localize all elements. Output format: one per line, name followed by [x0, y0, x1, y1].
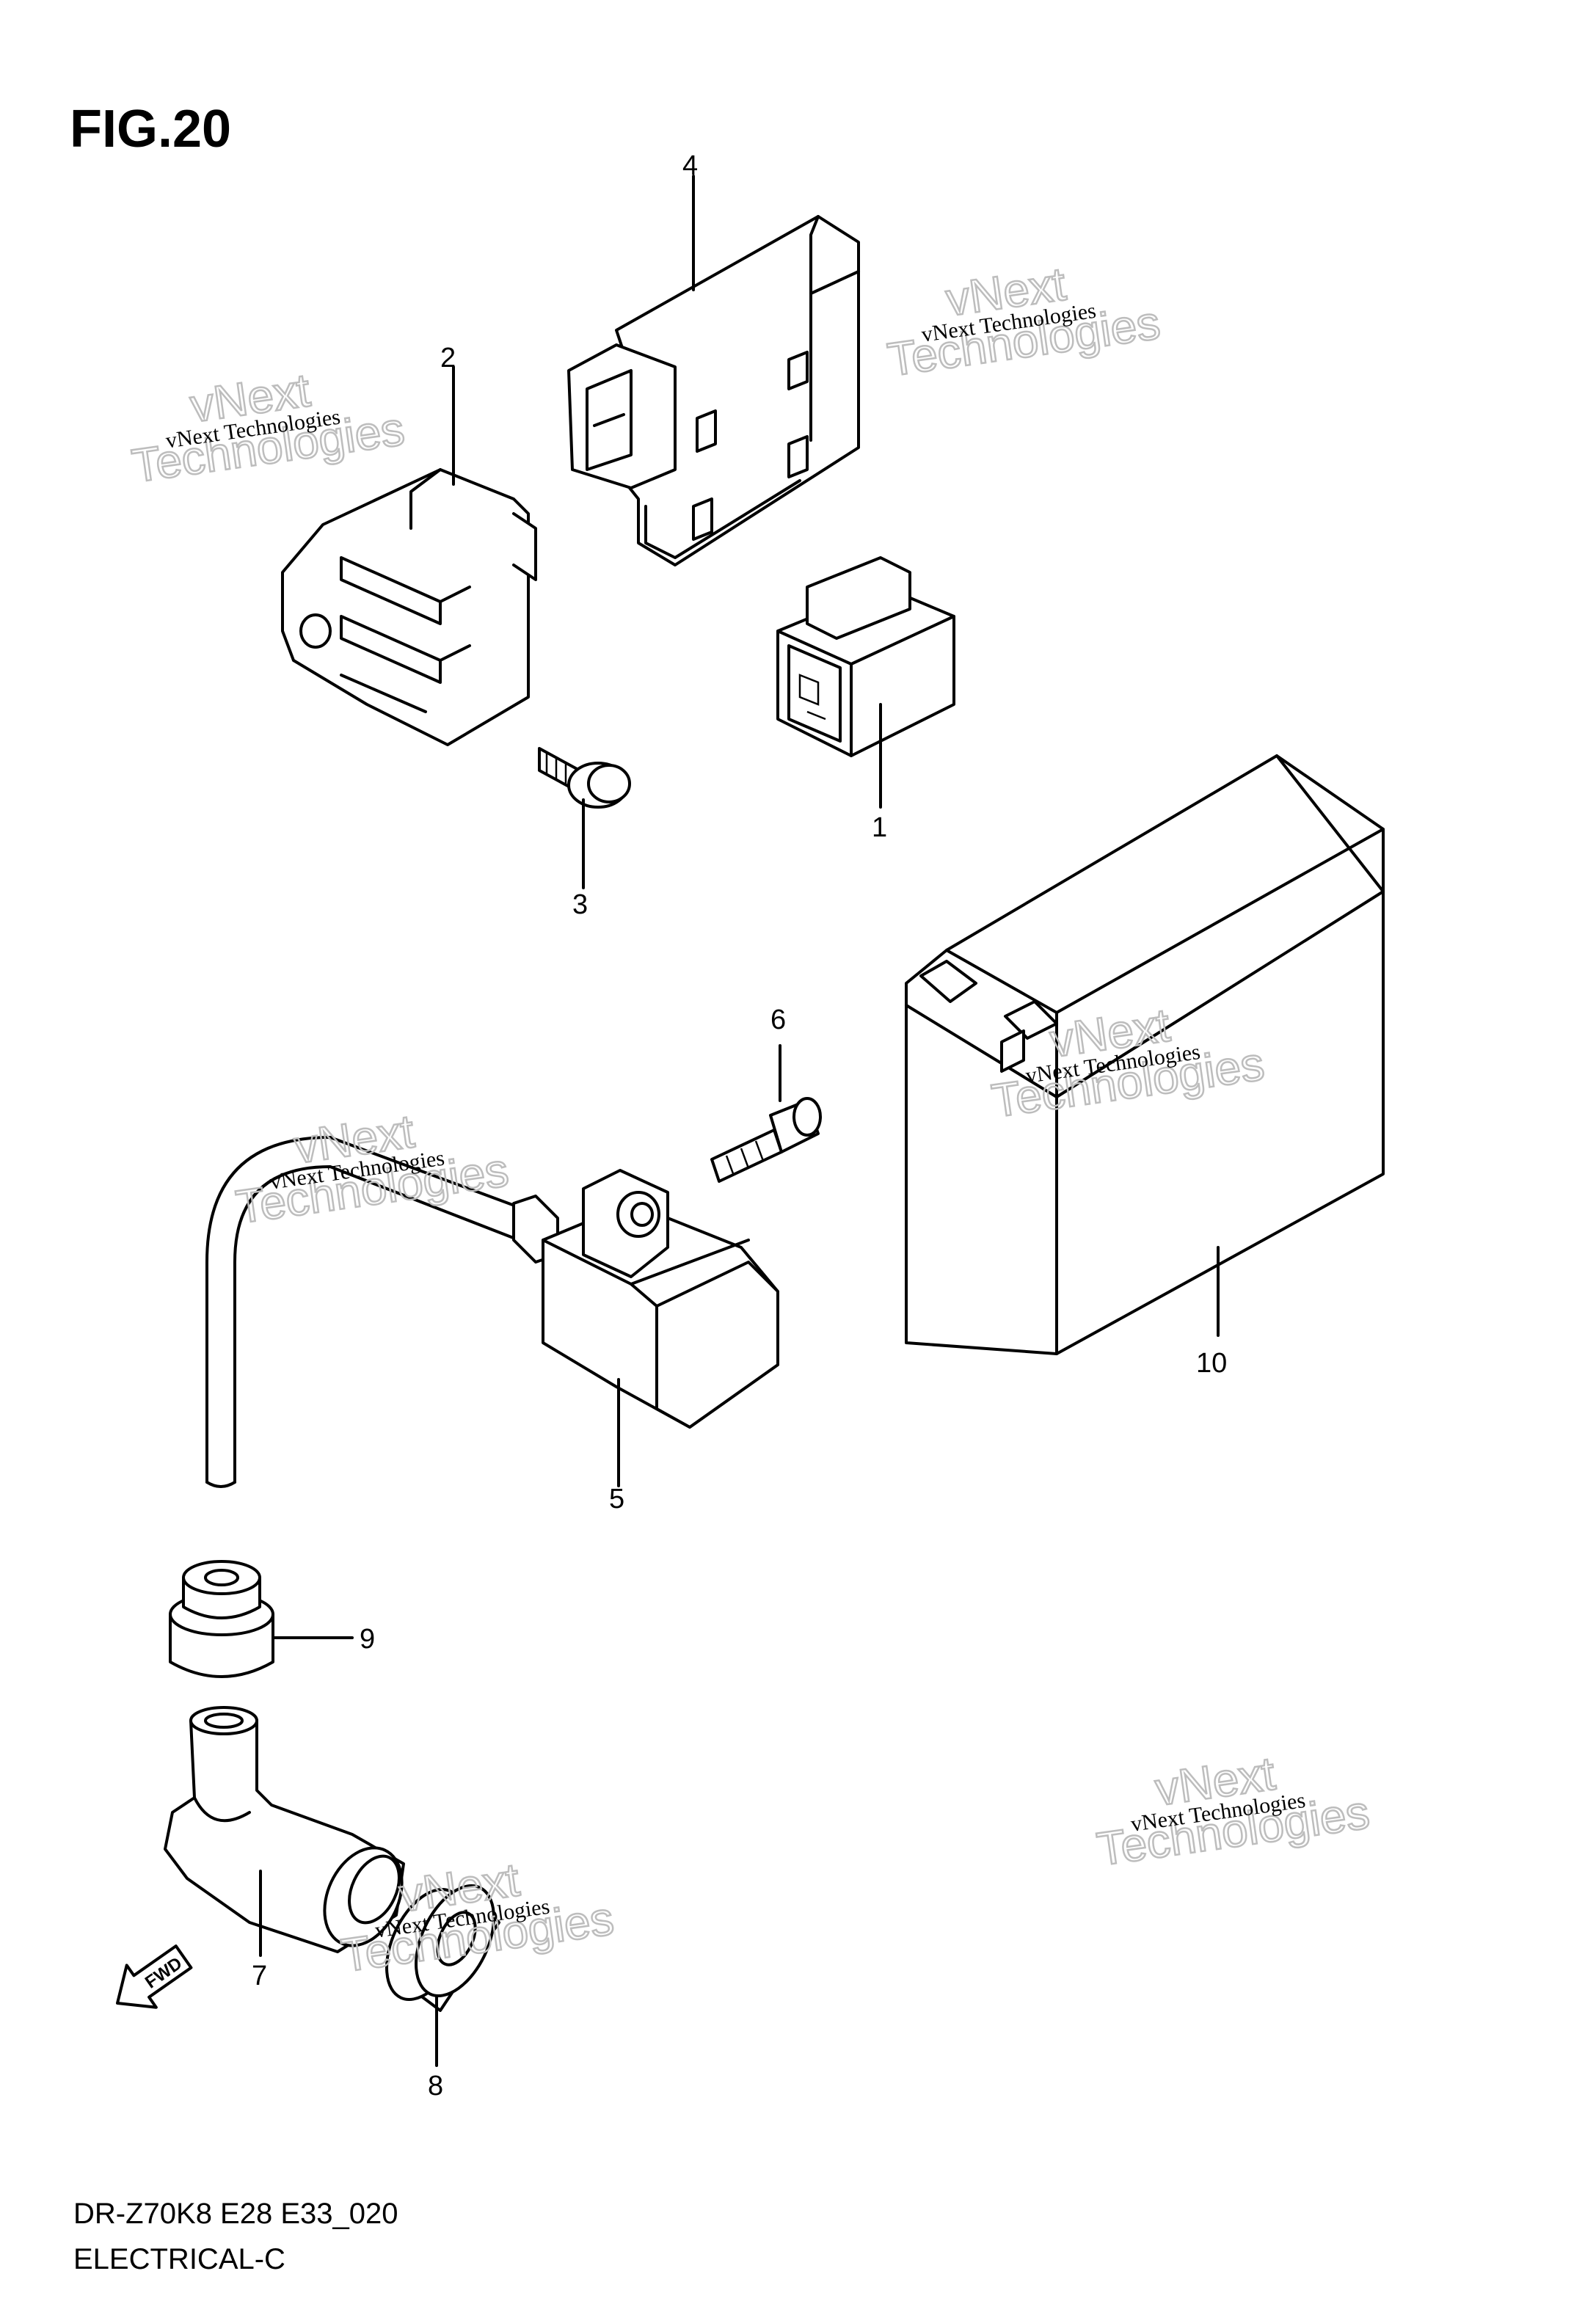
regulator-rectifier-icon — [281, 468, 537, 746]
callout-5[interactable]: 5 — [609, 1484, 624, 1514]
ignition-coil-icon — [205, 1136, 779, 1488]
spark-plug-cap-icon — [164, 1706, 405, 1953]
grommet-icon — [169, 1560, 274, 1678]
callout-8[interactable]: 8 — [428, 2071, 443, 2101]
seal-ring-icon — [385, 1884, 500, 2012]
fwd-arrow-icon: FWD — [116, 1944, 193, 2009]
callout-1[interactable]: 1 — [872, 812, 887, 843]
callout-6[interactable]: 6 — [770, 1005, 786, 1035]
battery-icon — [905, 754, 1385, 1355]
figure-title: FIG.20 — [70, 100, 231, 158]
callout-3[interactable]: 3 — [572, 889, 588, 920]
bolt-icon — [710, 1097, 822, 1183]
section-name: ELECTRICAL-C — [73, 2243, 285, 2275]
callout-10[interactable]: 10 — [1196, 1348, 1227, 1379]
callout-7[interactable]: 7 — [252, 1961, 267, 1991]
model-code: DR-Z70K8 E28 E33_020 — [73, 2198, 398, 2230]
callout-9[interactable]: 9 — [360, 1624, 375, 1655]
bolt-icon — [538, 747, 631, 809]
callout-4[interactable]: 4 — [682, 150, 698, 181]
callout-2[interactable]: 2 — [440, 343, 456, 373]
cdi-unit-icon — [567, 215, 860, 566]
connector-coupler-icon — [776, 556, 955, 757]
